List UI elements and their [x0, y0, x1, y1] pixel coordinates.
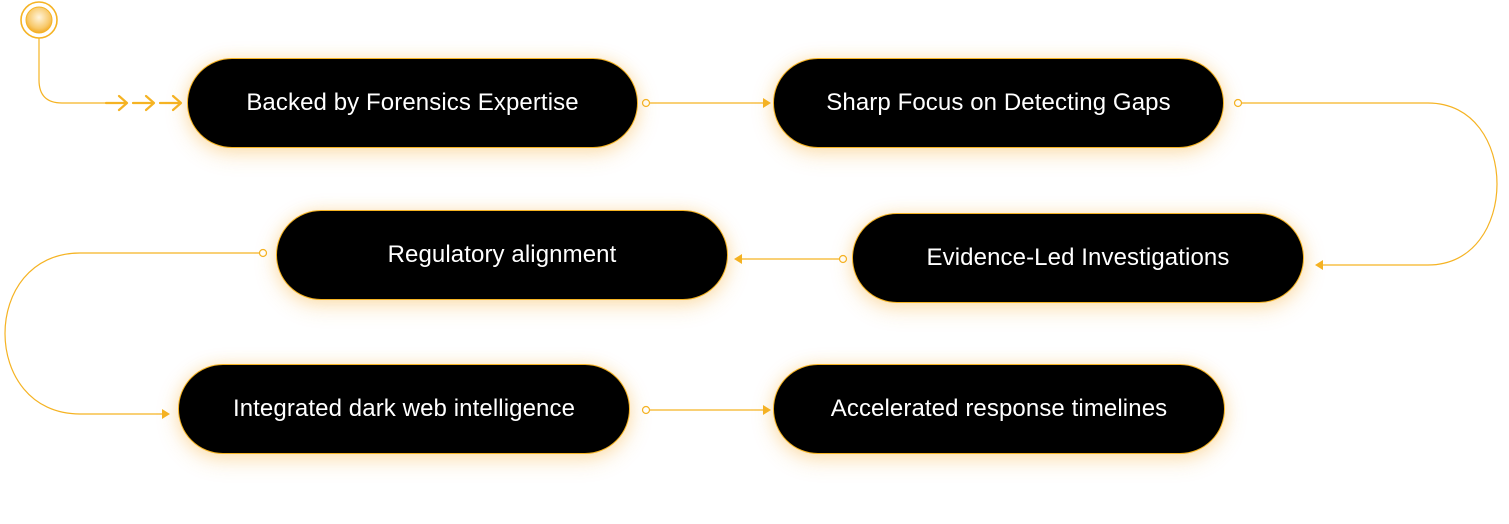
connector-1-2: [641, 98, 771, 108]
connector-start: [38, 38, 106, 104]
step-label: Evidence-Led Investigations: [926, 244, 1230, 271]
step-label: Sharp Focus on Detecting Gaps: [826, 89, 1171, 116]
step-integrated-dark-web-intelligence: Integrated dark web intelligence: [178, 364, 630, 454]
connector-4-5: [4, 248, 268, 419]
step-accelerated-response-timelines: Accelerated response timelines: [773, 364, 1225, 454]
connector-3-4: [734, 254, 848, 264]
connector-5-6: [641, 405, 771, 415]
step-label: Accelerated response timelines: [830, 395, 1168, 422]
start-ring-icon: [20, 1, 58, 39]
step-evidence-led-investigations: Evidence-Led Investigations: [852, 213, 1304, 303]
step-regulatory-alignment: Regulatory alignment: [276, 210, 728, 300]
triple-arrow-icon: [104, 94, 183, 112]
step-label: Regulatory alignment: [387, 241, 617, 268]
step-backed-by-forensics-expertise: Backed by Forensics Expertise: [187, 58, 638, 148]
step-label: Backed by Forensics Expertise: [246, 89, 579, 116]
step-label: Integrated dark web intelligence: [232, 395, 576, 422]
connector-2-3: [1233, 98, 1498, 270]
step-sharp-focus-on-detecting-gaps: Sharp Focus on Detecting Gaps: [773, 58, 1224, 148]
